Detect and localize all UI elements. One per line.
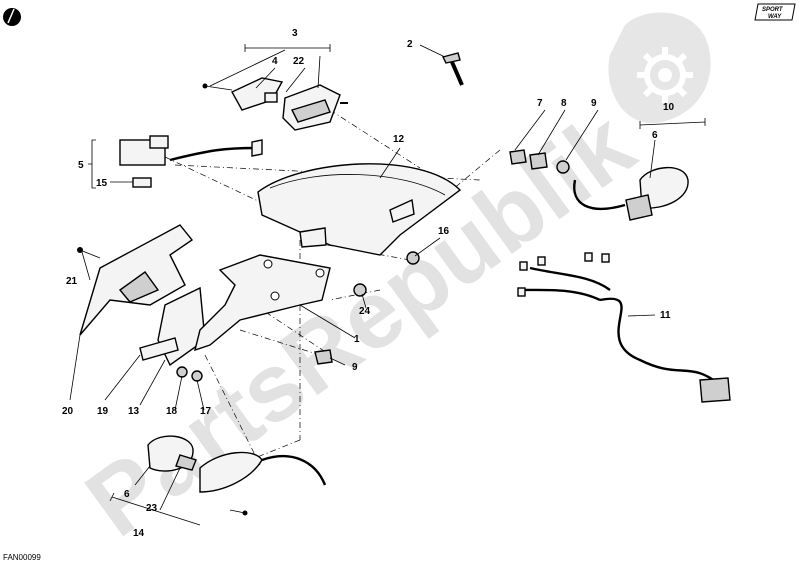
callout-15: 15 bbox=[96, 178, 108, 189]
callout-2: 2 bbox=[407, 39, 413, 50]
callout-6-right: 6 bbox=[652, 130, 658, 141]
callout-19: 19 bbox=[97, 406, 109, 417]
callout-13: 13 bbox=[128, 406, 140, 417]
callout-23: 23 bbox=[146, 503, 158, 514]
part-tail-support bbox=[194, 251, 420, 365]
callout-24: 24 bbox=[359, 306, 371, 317]
callout-17: 17 bbox=[200, 406, 212, 417]
callout-9-bottom: 9 bbox=[352, 362, 358, 373]
callout-3: 3 bbox=[292, 28, 298, 39]
logo-line-2: WAY bbox=[768, 14, 782, 20]
callout-16: 16 bbox=[438, 226, 450, 237]
callout-7: 7 bbox=[537, 98, 543, 109]
callout-4: 4 bbox=[272, 56, 278, 67]
callout-14: 14 bbox=[133, 528, 145, 539]
callout-9-top: 9 bbox=[591, 98, 597, 109]
logo-line-1: SPORT bbox=[762, 7, 784, 13]
callout-1: 1 bbox=[354, 334, 360, 345]
part-connector-block bbox=[119, 135, 263, 188]
gear-watermark-icon bbox=[608, 12, 711, 124]
callout-18: 18 bbox=[166, 406, 178, 417]
callout-10: 10 bbox=[663, 102, 675, 113]
page-marker-icon bbox=[3, 8, 21, 26]
callout-8: 8 bbox=[561, 98, 567, 109]
callout-labels: 3 4 22 2 7 8 9 10 6 12 5 15 16 21 24 11 … bbox=[62, 28, 675, 539]
callout-12: 12 bbox=[393, 134, 405, 145]
part-license-bracket bbox=[77, 224, 194, 336]
part-spacer-set bbox=[509, 149, 570, 174]
figure-code: FAN00099 bbox=[3, 553, 41, 562]
callout-21: 21 bbox=[66, 276, 78, 287]
part-license-light-lens bbox=[202, 77, 284, 111]
callout-6-left: 6 bbox=[124, 489, 130, 500]
group-brackets bbox=[88, 44, 706, 526]
part-rear-fender bbox=[257, 163, 462, 256]
leader-lines bbox=[69, 44, 656, 511]
callout-20: 20 bbox=[62, 406, 74, 417]
part-license-light-body bbox=[282, 84, 348, 131]
callout-5: 5 bbox=[78, 160, 84, 171]
part-wiring-harness bbox=[517, 252, 731, 403]
part-bracket-plate bbox=[139, 286, 206, 382]
part-mounting-pin bbox=[441, 52, 464, 86]
callout-11: 11 bbox=[660, 310, 671, 321]
part-right-indicator bbox=[573, 166, 689, 221]
part-left-indicator bbox=[147, 435, 327, 516]
callout-22: 22 bbox=[293, 56, 305, 67]
sport-way-logo: SPORT WAY bbox=[754, 3, 796, 21]
